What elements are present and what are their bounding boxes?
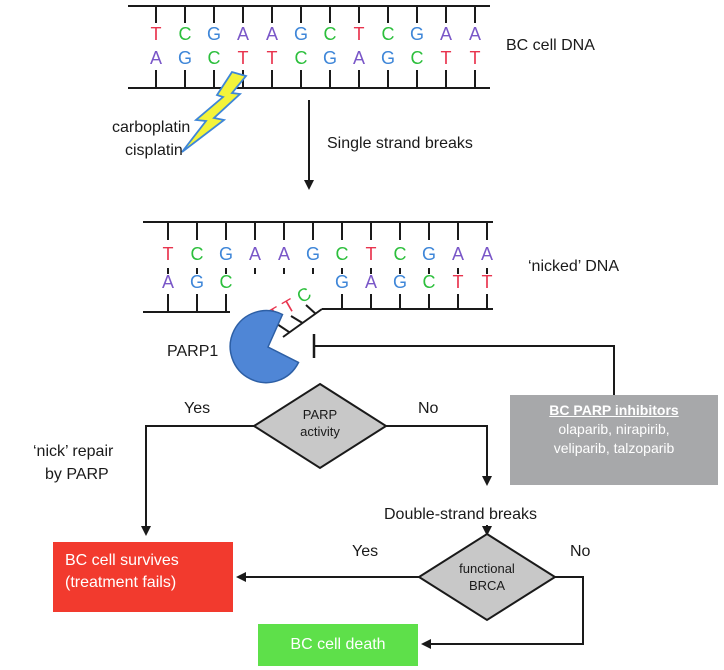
arrow-parp-no xyxy=(386,425,492,486)
brca-yes-label: Yes xyxy=(352,543,379,560)
dna-top-base-strand1: C xyxy=(324,24,337,44)
dna-top-base-strand1: A xyxy=(266,24,278,44)
dna-flap-base: C xyxy=(293,283,314,307)
dna-top-base-strand1: A xyxy=(469,24,481,44)
inhibition-line xyxy=(314,345,615,395)
dna-top-base-strand2: C xyxy=(295,48,308,68)
dna-nicked-base-strand2-left: G xyxy=(190,272,204,292)
parp-inhibitors-line1: olaparib, nirapirib, xyxy=(558,421,670,437)
dna-top-base-strand2: G xyxy=(323,48,337,68)
parp-inhibitors-title: BC PARP inhibitors xyxy=(549,402,679,418)
dna-nicked-base-strand1: G xyxy=(422,244,436,264)
dna-top-base-strand1: G xyxy=(410,24,424,44)
dna-nicked-base-strand2-right: G xyxy=(393,272,407,292)
parp-activity-diamond xyxy=(252,382,388,470)
dna-top-base-strand2: C xyxy=(411,48,424,68)
dna-flap-rung xyxy=(305,304,317,315)
dna-top-base-strand1: A xyxy=(440,24,452,44)
dna-nicked-base-strand1: C xyxy=(394,244,407,264)
outcome-survives-box: BC cell survives (treatment fails) xyxy=(53,542,233,612)
dna-nicked-base-strand1: T xyxy=(366,244,377,264)
outcome-survives-line1: BC cell survives xyxy=(65,552,179,569)
parp-inhibitors-line2: veliparib, talzoparib xyxy=(553,440,675,456)
dna-nicked-base-strand2-right: T xyxy=(453,272,464,292)
dna-nicked-base-strand2-left: A xyxy=(162,272,174,292)
dna-nicked-base-strand1: C xyxy=(336,244,349,264)
parp-inhibitors-box: BC PARP inhibitors olaparib, nirapirib, … xyxy=(510,395,718,485)
dna-flap-rung xyxy=(290,315,304,324)
parp-activity-line2: activity xyxy=(300,424,340,439)
dna-top-base-strand1: T xyxy=(151,24,162,44)
dna-nicked-rungs: TCGAAGCTCGAAAGCGAGCTTTTC xyxy=(162,223,493,334)
dna-top-base-strand1: G xyxy=(207,24,221,44)
dna-top-base-strand2: G xyxy=(381,48,395,68)
parp-yes-label: Yes xyxy=(184,400,211,417)
dna-nicked-base-strand1: G xyxy=(306,244,320,264)
parp1-enzyme-icon xyxy=(229,309,300,384)
dna-nicked-base-strand2-right: A xyxy=(365,272,377,292)
dna-nicked-base-strand1: A xyxy=(452,244,464,264)
dna-nicked-base-strand1: A xyxy=(249,244,261,264)
dna-top-base-strand1: C xyxy=(382,24,395,44)
repair-label-line1: ‘nick’ repair xyxy=(33,443,114,460)
drug-label-cisplatin: cisplatin xyxy=(125,142,183,159)
lightning-bolt-icon xyxy=(181,70,248,153)
brca-diamond xyxy=(417,532,557,622)
dna-top-base-strand2: C xyxy=(208,48,221,68)
brca-line1: functional xyxy=(459,561,515,576)
dna-top-base-strand1: A xyxy=(237,24,249,44)
arrow-brca-no xyxy=(421,576,584,649)
step-double-strand-breaks: Double-strand breaks xyxy=(384,506,537,523)
dna-nicked-label: ‘nicked’ DNA xyxy=(528,258,619,275)
parp1-label: PARP1 xyxy=(167,343,219,360)
outcome-survives-line2: (treatment fails) xyxy=(65,574,177,591)
dna-nicked-base-strand2-left: C xyxy=(220,272,233,292)
parp-activity-line1: PARP xyxy=(302,407,338,422)
dna-nicked-base-strand1: C xyxy=(191,244,204,264)
dna-top-base-strand1: T xyxy=(354,24,365,44)
parp-activity-text: PARP activity xyxy=(254,406,386,440)
dna-top-base-strand2: G xyxy=(178,48,192,68)
dna-nicked-base-strand2-right: T xyxy=(482,272,493,292)
dna-flap-rung xyxy=(276,323,291,334)
step-single-strand-breaks: Single strand breaks xyxy=(327,135,473,152)
dna-nicked-base-strand2-right: C xyxy=(423,272,436,292)
brca-no-label: No xyxy=(570,543,591,560)
dna-nicked-base-strand1: T xyxy=(163,244,174,264)
dna-top-base-strand2: T xyxy=(441,48,452,68)
dna-nicked-base-strand1: A xyxy=(481,244,493,264)
outcome-death-box: BC cell death xyxy=(258,624,418,666)
dna-top-base-strand2: T xyxy=(470,48,481,68)
parp-no-label: No xyxy=(418,400,439,417)
dna-top-base-strand2: A xyxy=(150,48,162,68)
brca-text: functional BRCA xyxy=(419,560,555,594)
dna-nicked-base-strand2-right: G xyxy=(335,272,349,292)
repair-label-line2: by PARP xyxy=(45,466,109,483)
dna-nicked-base-strand1: A xyxy=(278,244,290,264)
dna-top-base-strand2: T xyxy=(267,48,278,68)
dna-top-base-strand1: G xyxy=(294,24,308,44)
dna-top-base-strand2: A xyxy=(353,48,365,68)
dna-top-base-strand2: T xyxy=(238,48,249,68)
arrow-parp-yes xyxy=(141,425,254,536)
brca-line2: BRCA xyxy=(468,578,506,593)
dna-nicked-base-strand1: G xyxy=(219,244,233,264)
dna-top-label: BC cell DNA xyxy=(506,37,595,54)
dna-top-base-strand1: C xyxy=(179,24,192,44)
drug-label-carboplatin: carboplatin xyxy=(112,119,191,136)
